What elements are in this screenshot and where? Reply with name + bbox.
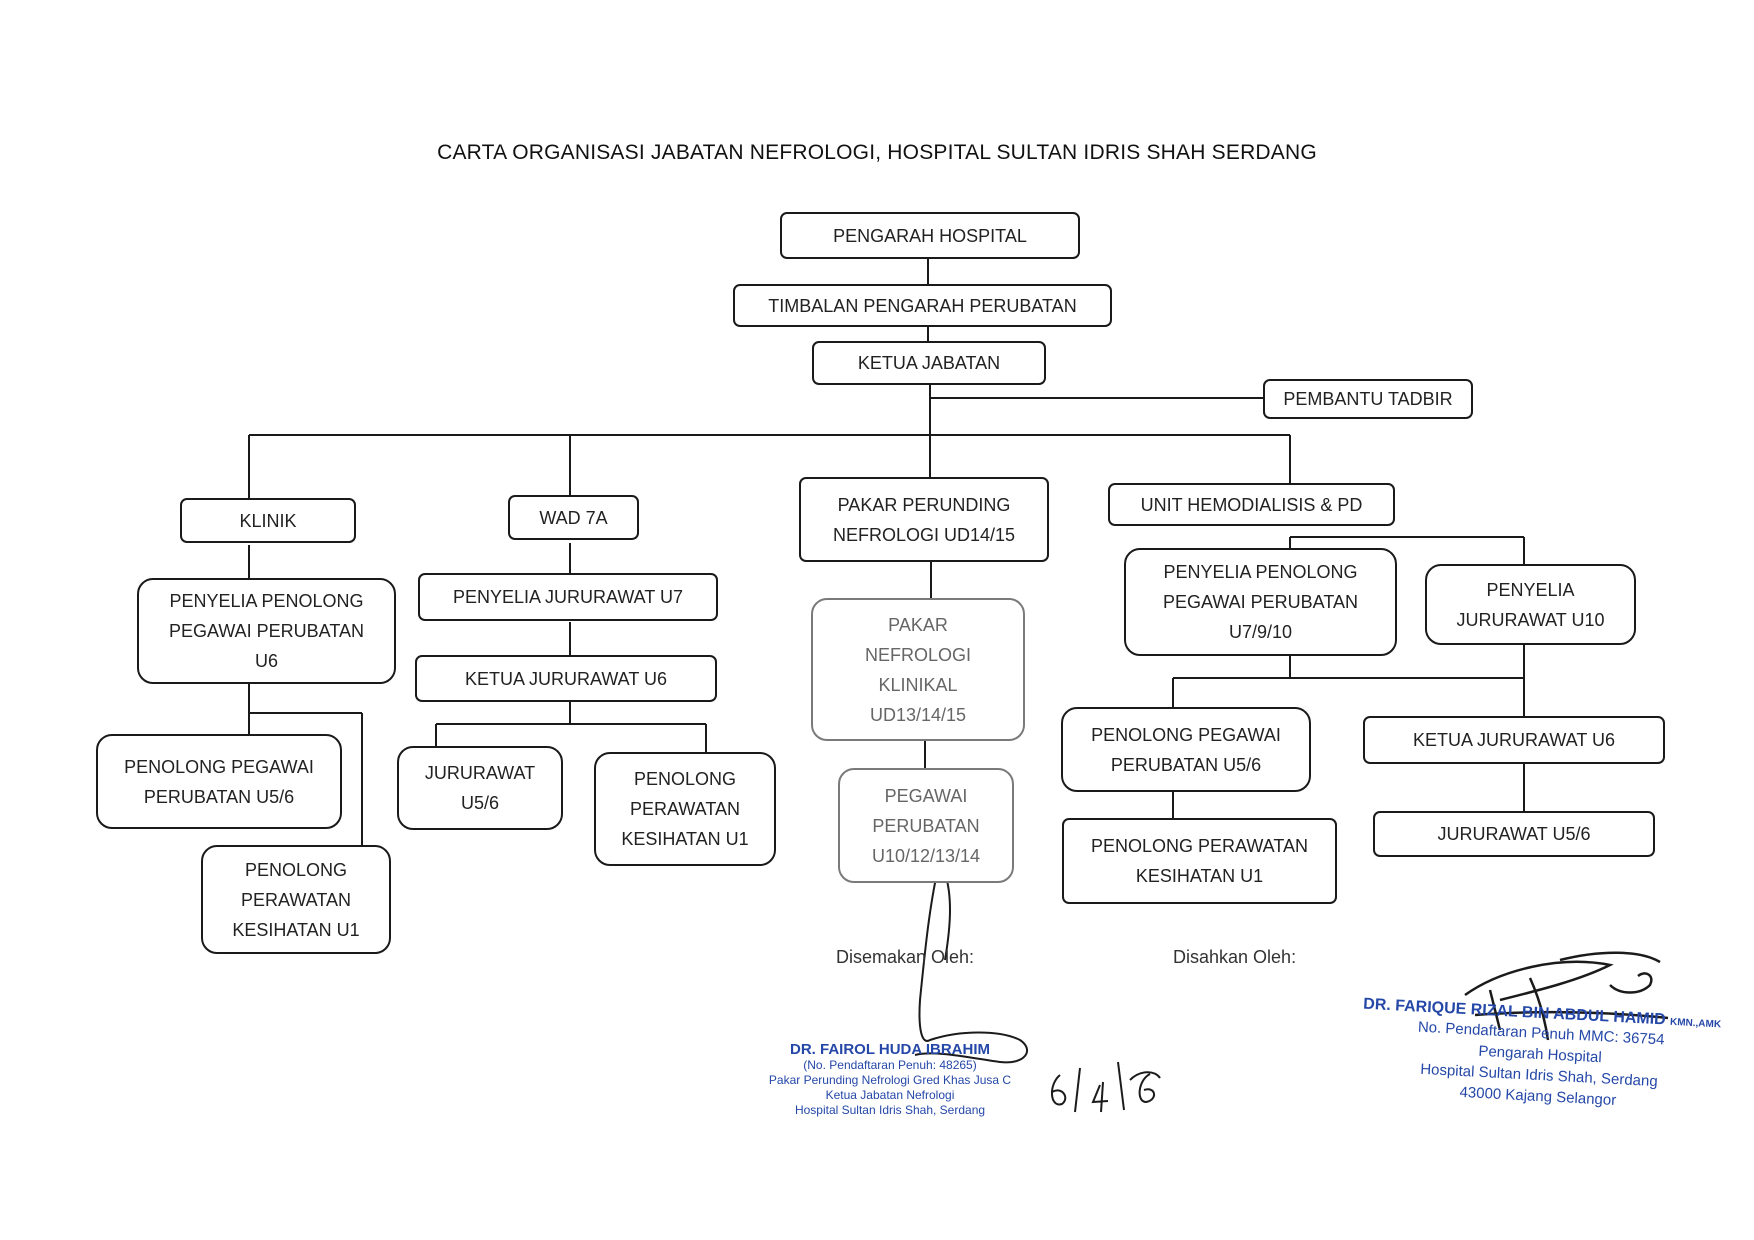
node-pembantu-tadbir: PEMBANTU TADBIR [1263, 379, 1473, 419]
stamp-disemakan-name: DR. FAIROL HUDA IBRAHIM [790, 1041, 990, 1058]
node-pengarah-hospital: PENGARAH HOSPITAL [780, 212, 1080, 259]
node-wad-ketua-jururawat: KETUA JURURAWAT U6 [415, 655, 717, 702]
node-hemo-ketua-jururawat: KETUA JURURAWAT U6 [1363, 716, 1665, 764]
stamp-disahkan: DR. FARIQUE RIZAL BIN ABDUL HAMID KMN.,A… [1358, 996, 1723, 1117]
stamp-disemakan-line: Ketua Jabatan Nefrologi [825, 1088, 955, 1102]
node-klinik: KLINIK [180, 498, 356, 543]
signature-date-icon [1051, 1061, 1161, 1113]
node-wad-penyelia-jururawat: PENYELIA JURURAWAT U7 [418, 573, 718, 621]
disahkan-label: Disahkan Oleh: [1173, 947, 1297, 967]
disemakan-label: Disemakan Oleh: [836, 947, 975, 967]
chart-title: CARTA ORGANISASI JABATAN NEFROLOGI, HOSP… [437, 141, 1317, 164]
node-hemo-jururawat: JURURAWAT U5/6 [1373, 811, 1655, 857]
node-timbalan-pengarah: TIMBALAN PENGARAH PERUBATAN [733, 284, 1112, 327]
node-unit-hemodialisis: UNIT HEMODIALISIS & PD [1108, 483, 1395, 526]
stamp-disemakan-line: Hospital Sultan Idris Shah, Serdang [794, 1103, 986, 1117]
node-ketua-jabatan: KETUA JABATAN [812, 341, 1046, 385]
stamp-disemakan: DR. FAIROL HUDA IBRAHIM (No. Pendaftaran… [745, 1041, 1035, 1118]
stamp-disemakan-line: (No. Pendaftaran Penuh: 48265) [803, 1058, 977, 1072]
signature-farique-icon [1464, 951, 1669, 1041]
stamp-disemakan-line: Pakar Perunding Nefrologi Gred Khas Jusa… [768, 1073, 1012, 1087]
node-wad-7a: WAD 7A [508, 495, 639, 540]
